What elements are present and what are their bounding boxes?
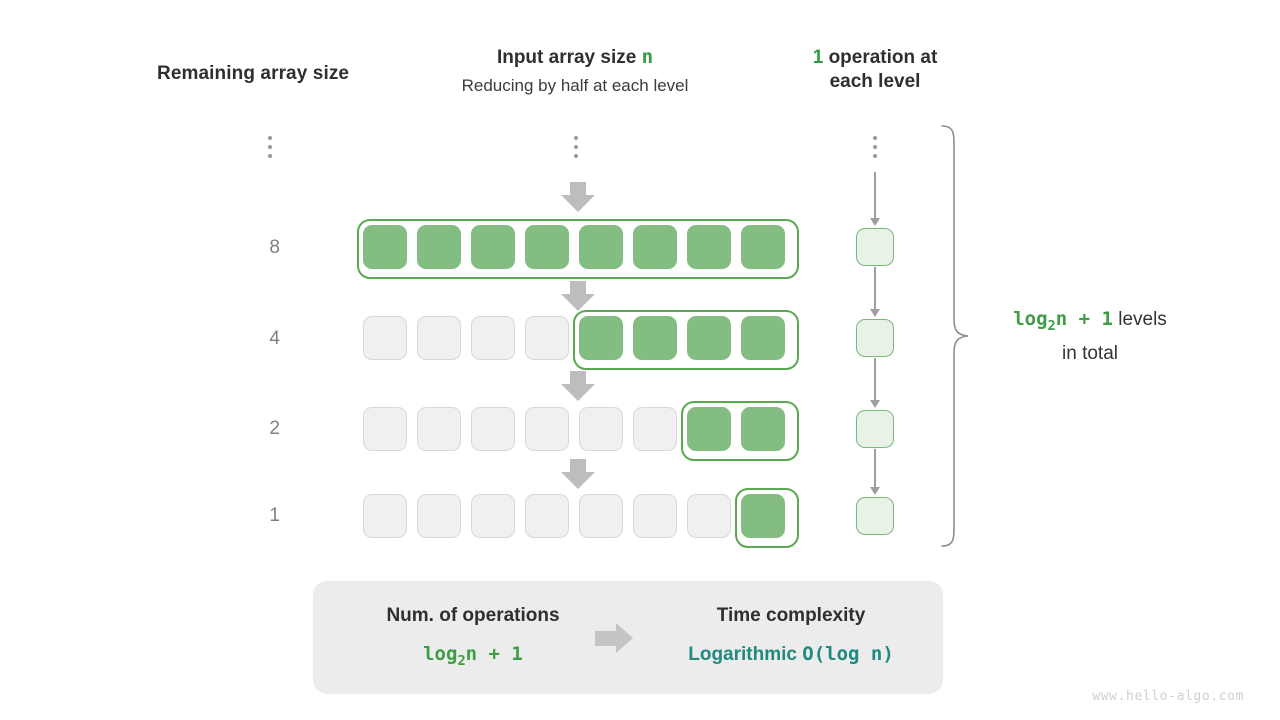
summary-arrow-icon — [595, 623, 639, 653]
summary-complexity-value: Logarithmic O(log n) — [688, 643, 894, 665]
array-cell — [471, 407, 515, 451]
size-label-2: 2 — [269, 418, 280, 439]
array-cell — [525, 407, 569, 451]
operation-box-level-2 — [856, 319, 894, 357]
reduce-arrow-3-icon — [561, 371, 595, 401]
left-column-ellipsis-icon — [263, 136, 277, 163]
array-cell — [471, 316, 515, 360]
size-label-4: 4 — [269, 328, 280, 349]
array-cell — [363, 316, 407, 360]
summary-operations-title: Num. of operations — [386, 605, 560, 626]
array-cell — [687, 407, 731, 451]
header-variable-n: n — [641, 46, 654, 68]
array-cell — [525, 494, 569, 538]
active-group-outline-2 — [681, 401, 799, 461]
size-label-1: 1 — [269, 505, 280, 526]
array-cell — [633, 316, 677, 360]
array-column-ellipsis-icon — [569, 136, 583, 163]
levels-note-line2: in total — [1062, 342, 1118, 364]
array-row-4 — [363, 310, 799, 370]
levels-total-note: log2n + 1 levels in total — [975, 305, 1205, 368]
summary-complexity-column: Time complexity Logarithmic O(log n) — [626, 605, 956, 666]
active-group-outline-8 — [357, 219, 799, 279]
summary-operations-value: log2n + 1 — [423, 643, 523, 669]
summary-complexity-title: Time complexity — [716, 605, 866, 626]
array-cell — [579, 494, 623, 538]
array-cell — [417, 225, 461, 269]
array-cell — [471, 225, 515, 269]
operation-connector-1 — [874, 172, 876, 220]
header-operation-text2: each level — [829, 71, 921, 92]
reduce-arrow-4-icon — [561, 459, 595, 489]
array-cell — [363, 494, 407, 538]
array-cell — [741, 225, 785, 269]
operation-connector-1-head-icon — [870, 218, 880, 226]
array-row-2 — [363, 401, 799, 461]
array-cell — [363, 225, 407, 269]
header-operations-per-level: 1 operation at each level — [775, 46, 975, 94]
array-cell — [417, 494, 461, 538]
header-input-array-size-text: Input array size — [496, 47, 637, 68]
levels-formula: log2n + 1 — [1013, 308, 1113, 334]
summary-operations-column: Num. of operations log2n + 1 — [328, 605, 618, 669]
operation-connector-4 — [874, 449, 876, 489]
operation-connector-3 — [874, 358, 876, 402]
array-cell — [525, 225, 569, 269]
array-cell — [687, 494, 731, 538]
header-input-array-size: Input array size n Reducing by half at e… — [340, 46, 810, 96]
array-cell — [417, 316, 461, 360]
array-row-1 — [363, 488, 799, 548]
array-cell — [633, 494, 677, 538]
levels-formula-line: log2n + 1 levels — [975, 305, 1205, 340]
array-row-8 — [357, 219, 799, 279]
array-cell — [741, 316, 785, 360]
array-cell — [471, 494, 515, 538]
operation-connector-2-head-icon — [870, 309, 880, 317]
active-group-outline-1 — [735, 488, 799, 548]
header-input-array-size-subtitle: Reducing by half at each level — [461, 76, 689, 95]
array-cell — [741, 407, 785, 451]
array-cell — [579, 407, 623, 451]
operation-box-level-4 — [856, 497, 894, 535]
operation-box-level-3 — [856, 410, 894, 448]
array-cell — [525, 316, 569, 360]
header-input-array-size-line1: Input array size n — [340, 46, 810, 69]
array-cell — [417, 407, 461, 451]
operations-column-ellipsis-icon — [868, 136, 882, 163]
operation-connector-4-head-icon — [870, 487, 880, 495]
array-cell — [741, 494, 785, 538]
array-cell — [633, 407, 677, 451]
array-cell — [633, 225, 677, 269]
array-cell — [687, 225, 731, 269]
array-cell — [579, 316, 623, 360]
header-remaining-array-size: Remaining array size — [157, 63, 350, 84]
watermark: www.hello-algo.com — [1092, 689, 1244, 704]
array-cell — [687, 316, 731, 360]
summary-panel: Num. of operations log2n + 1 Time comple… — [313, 581, 943, 694]
levels-formula-suffix: levels — [1118, 309, 1167, 330]
reduce-arrow-1-icon — [561, 182, 595, 212]
operation-connector-2 — [874, 267, 876, 311]
levels-brace-icon — [938, 124, 972, 553]
size-label-8: 8 — [269, 237, 280, 258]
header-operation-count: 1 — [812, 47, 824, 68]
array-cell — [363, 407, 407, 451]
active-group-outline-4 — [573, 310, 799, 370]
operation-box-level-1 — [856, 228, 894, 266]
header-operation-text: operation at — [828, 47, 938, 68]
array-cell — [579, 225, 623, 269]
operation-connector-3-head-icon — [870, 400, 880, 408]
reduce-arrow-2-icon — [561, 281, 595, 311]
